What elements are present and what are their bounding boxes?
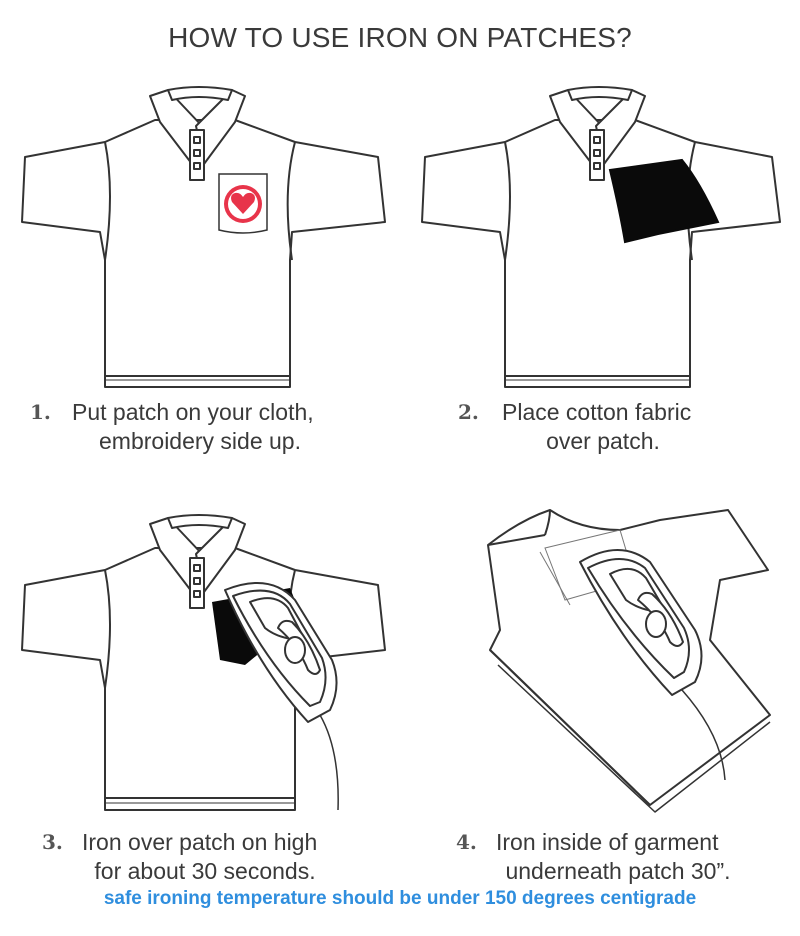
heart-patch-icon: [218, 173, 268, 234]
step-number: 2.: [458, 400, 479, 424]
step-text-line-2: for about 30 seconds.: [94, 858, 316, 884]
step-number: 4.: [456, 830, 477, 854]
step-4-caption: 4. Iron inside of garment underneath pat…: [456, 828, 746, 886]
step-4-illustration: [487, 509, 771, 813]
polo-shirt-icon: [421, 86, 781, 388]
iron-icon: [579, 549, 726, 781]
temperature-note: safe ironing temperature should be under…: [103, 888, 697, 909]
step-3-illustration: [21, 514, 386, 811]
iron-icon: [224, 582, 339, 811]
step-text-line-2: underneath patch 30”.: [505, 858, 731, 884]
step-2-illustration: [421, 86, 781, 388]
polo-shirt-icon: [21, 86, 386, 388]
step-3-caption: 3. Iron over patch on high for about 30 …: [42, 828, 342, 886]
step-text-line-2: embroidery side up.: [99, 428, 301, 454]
step-text-line-1: Place cotton fabric: [502, 399, 692, 425]
step-2-caption: 2. Place cotton fabric over patch.: [458, 398, 708, 456]
step-1-caption: 1. Put patch on your cloth, embroidery s…: [30, 398, 340, 456]
step-number: 1.: [30, 400, 51, 424]
page-title: HOW TO USE IRON ON PATCHES?: [168, 22, 632, 53]
step-text-line-2: over patch.: [546, 428, 660, 454]
step-text-line-1: Iron over patch on high: [82, 829, 318, 855]
step-1-illustration: [21, 86, 386, 388]
step-text-line-1: Iron inside of garment: [496, 829, 719, 855]
cotton-fabric-icon: [608, 158, 720, 244]
step-text-line-1: Put patch on your cloth,: [72, 399, 314, 425]
step-number: 3.: [42, 830, 63, 854]
